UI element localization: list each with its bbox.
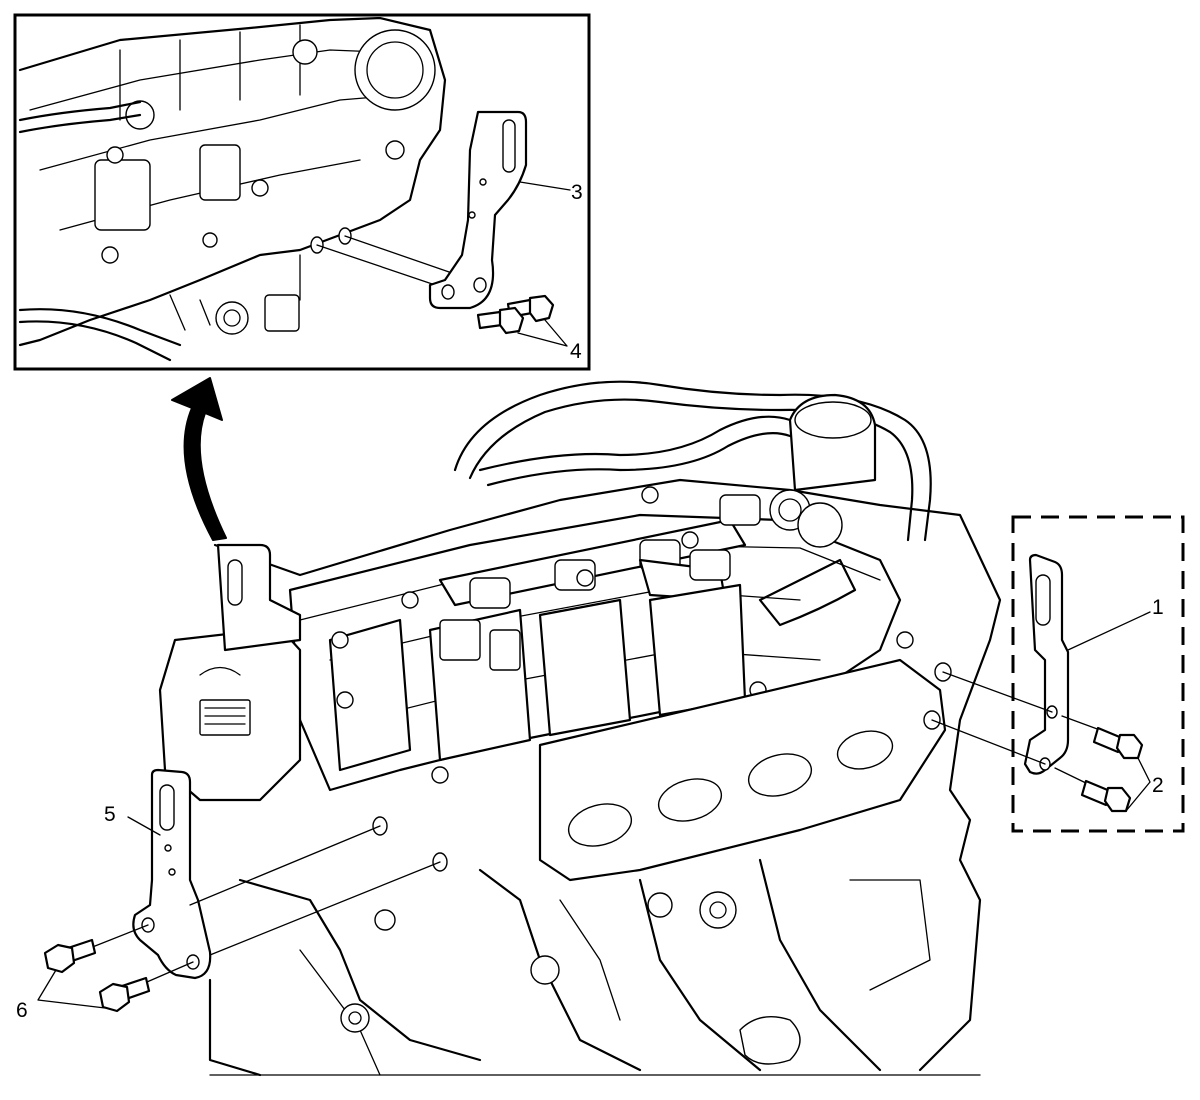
main-engine-drawing [158,380,1002,1077]
inset-engine-drawing [18,17,479,362]
callout-1: 1 [1152,596,1164,619]
leader-3 [519,181,571,191]
bracket-1-slot [1035,574,1051,626]
bolt-2-lower [1080,779,1132,813]
bolt-6-upper [43,938,97,974]
bolt-2-upper [1092,726,1144,760]
leader-2 [1125,757,1151,812]
bracket-1-highlight-box [1011,515,1185,833]
inset-bracket [428,110,528,310]
bracket-5 [132,768,212,980]
callout-5: 5 [104,803,116,826]
callout-3: 3 [571,181,583,204]
callout-2: 2 [1152,774,1164,797]
callout-4: 4 [570,340,582,363]
inset-bracket-slot [502,119,516,173]
leader-1 [1067,611,1151,651]
bracket-5-slot [159,784,175,831]
inset-bolt-lower [476,306,525,335]
bolt-6-lower [98,976,151,1013]
curved-arrow-icon [171,377,227,541]
callout-6: 6 [16,999,28,1022]
detail-inset [13,13,591,371]
leader-4 [517,319,568,347]
leader-6 [37,969,106,1009]
bracket-1 [1023,553,1070,775]
leader-5 [127,816,161,836]
